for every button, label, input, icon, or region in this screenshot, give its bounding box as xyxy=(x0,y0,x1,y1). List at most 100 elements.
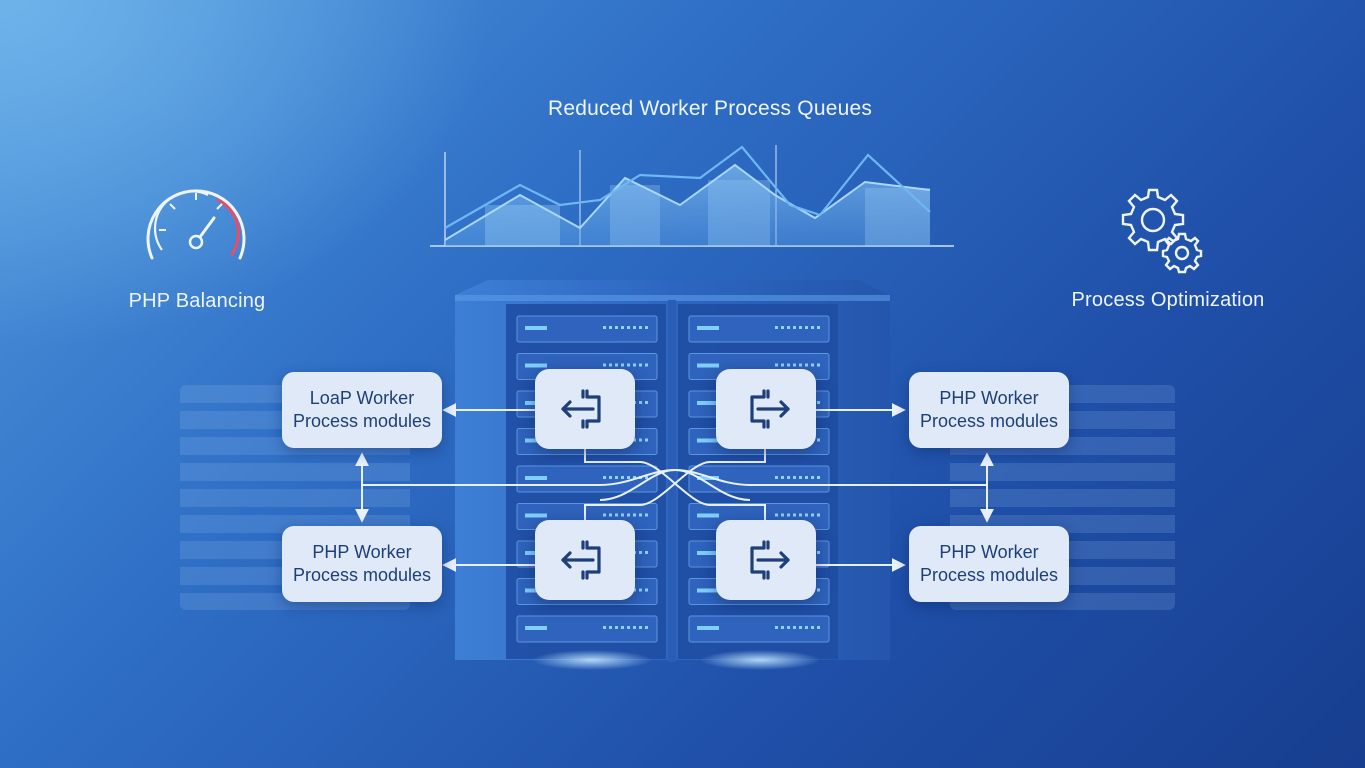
speedometer-icon xyxy=(146,189,246,260)
server-indicator xyxy=(817,363,820,367)
server-indicator xyxy=(603,626,606,629)
server-indicator xyxy=(615,476,618,479)
server-indicator xyxy=(627,326,630,329)
server-indicator xyxy=(621,626,624,629)
server-indicator xyxy=(793,326,796,329)
server-indicator xyxy=(817,326,820,329)
php-balancing-label: PHP Balancing xyxy=(128,290,266,312)
server-indicator xyxy=(645,588,648,592)
server-indicator xyxy=(781,363,784,367)
server-indicator xyxy=(799,363,802,367)
rack-glow-left xyxy=(532,650,652,670)
server-indicator xyxy=(811,363,814,367)
server-indicator xyxy=(639,588,642,592)
queue-chart xyxy=(430,145,954,247)
server-led xyxy=(697,363,719,368)
server-indicator xyxy=(799,476,802,479)
server-indicator xyxy=(811,476,814,479)
switch-node-top-right xyxy=(716,369,816,449)
server-indicator xyxy=(805,326,808,329)
server-indicator xyxy=(805,626,808,629)
server-indicator xyxy=(633,513,636,517)
module-subtitle: Process modules xyxy=(919,411,1059,431)
server-indicator xyxy=(633,476,636,479)
server-led xyxy=(525,476,547,480)
server-unit xyxy=(688,615,830,643)
server-indicator xyxy=(787,513,790,517)
server-led xyxy=(697,401,719,405)
server-indicator xyxy=(781,626,784,629)
server-indicator xyxy=(627,363,630,367)
server-indicator xyxy=(811,513,814,517)
server-led xyxy=(697,551,719,555)
server-indicator xyxy=(633,588,636,592)
server-indicator xyxy=(787,326,790,329)
worker-module-top-left: LoaP Worker Process modules xyxy=(282,372,442,448)
server-indicator xyxy=(793,363,796,367)
server-led xyxy=(697,476,719,480)
server-indicator xyxy=(621,326,624,329)
switch-left-icon xyxy=(561,389,601,429)
server-led xyxy=(525,626,547,630)
server-indicator xyxy=(615,513,618,517)
server-led xyxy=(697,326,719,330)
server-led xyxy=(697,588,719,593)
server-indicator xyxy=(645,401,648,404)
switch-right-icon xyxy=(750,389,790,429)
server-indicator xyxy=(781,476,784,479)
server-indicator xyxy=(639,326,642,329)
server-indicator xyxy=(609,363,612,367)
server-indicator xyxy=(645,626,648,629)
switch-left-icon xyxy=(561,540,601,580)
server-led xyxy=(525,326,547,330)
switch-node-bottom-left xyxy=(535,520,635,600)
server-indicator xyxy=(817,438,820,442)
server-indicator xyxy=(781,326,784,329)
connector-lines xyxy=(355,403,994,572)
server-unit xyxy=(688,315,830,343)
module-title: PHP Worker xyxy=(939,542,1039,562)
server-indicator xyxy=(805,363,808,367)
chart-line-primary xyxy=(444,163,931,241)
rack-glow-right xyxy=(700,650,820,670)
server-indicator xyxy=(615,326,618,329)
switch-node-bottom-right xyxy=(716,520,816,600)
server-indicator xyxy=(793,626,796,629)
server-indicator xyxy=(639,438,642,442)
server-indicator xyxy=(799,626,802,629)
server-indicator xyxy=(633,326,636,329)
server-indicator xyxy=(615,626,618,629)
server-indicator xyxy=(817,401,820,404)
server-indicator xyxy=(645,363,648,367)
module-title: PHP Worker xyxy=(312,542,412,562)
server-indicator xyxy=(787,626,790,629)
server-indicator xyxy=(817,551,820,554)
server-led xyxy=(697,438,719,443)
switch-right-icon xyxy=(750,540,790,580)
server-indicator xyxy=(775,626,778,629)
server-indicator xyxy=(603,476,606,479)
server-indicator xyxy=(811,326,814,329)
server-indicator xyxy=(609,513,612,517)
server-led xyxy=(525,513,547,518)
server-indicator xyxy=(793,513,796,517)
chart-line-secondary xyxy=(444,145,931,229)
module-subtitle: Process modules xyxy=(292,411,432,431)
server-indicator xyxy=(817,476,820,479)
server-indicator xyxy=(645,326,648,329)
server-indicator xyxy=(603,326,606,329)
server-led xyxy=(525,363,547,368)
server-unit xyxy=(516,315,658,343)
server-indicator xyxy=(639,513,642,517)
server-indicator xyxy=(639,401,642,404)
server-indicator xyxy=(805,476,808,479)
server-indicator xyxy=(621,476,624,479)
server-indicator xyxy=(621,363,624,367)
server-indicator xyxy=(645,513,648,517)
server-indicator xyxy=(639,626,642,629)
server-indicator xyxy=(639,551,642,554)
server-indicator xyxy=(627,513,630,517)
server-indicator xyxy=(775,363,778,367)
server-unit xyxy=(516,615,658,643)
server-indicator xyxy=(603,513,606,517)
